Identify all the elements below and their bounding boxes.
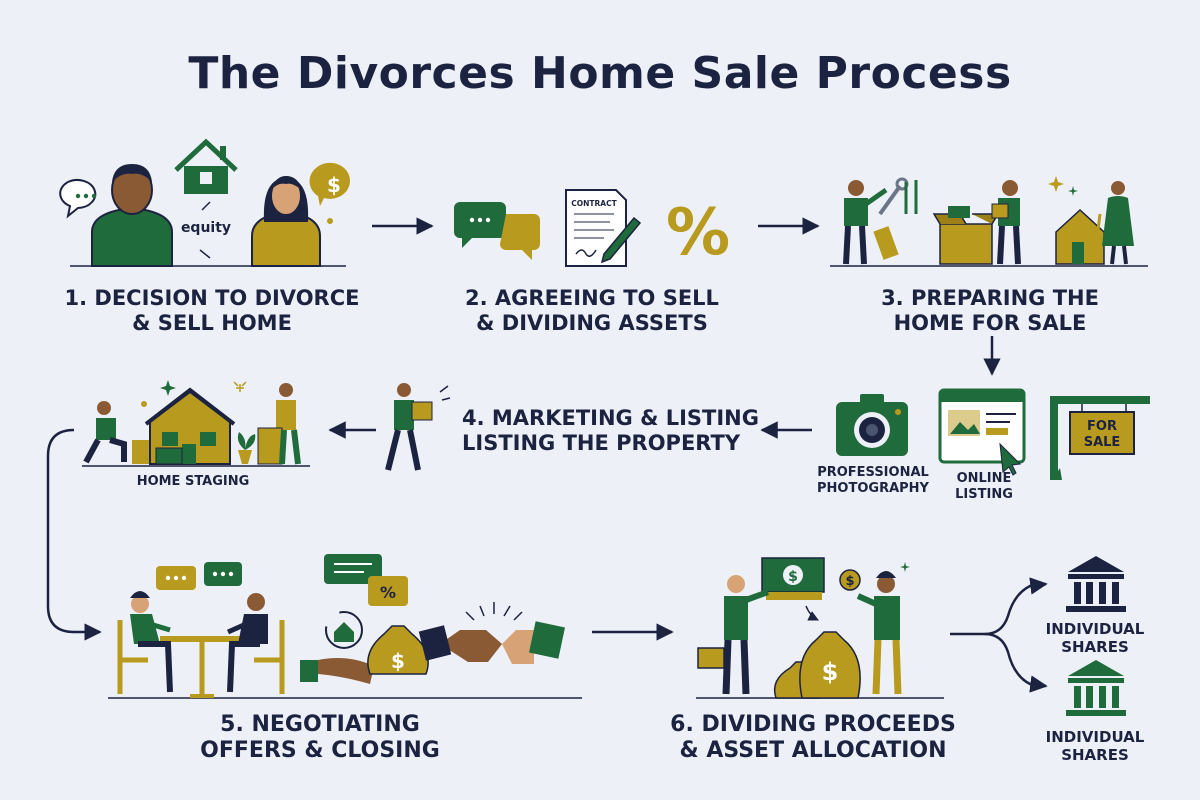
step-6-illustration: $ $ $ — [696, 557, 944, 699]
house-exchange-icon — [300, 611, 374, 684]
decorating-worker-figure — [257, 383, 301, 465]
svg-text:CONTRACT: CONTRACT — [571, 199, 617, 208]
step-6-title: 6. DIVIDING PROCEEDS& ASSET ALLOCATION — [670, 712, 956, 763]
speech-bubble-icon — [59, 179, 97, 219]
step-5-illustration: % $ — [108, 554, 582, 699]
plant-icon — [237, 432, 256, 464]
cursor-icon — [999, 442, 1022, 476]
step-3-illustration — [830, 176, 1148, 267]
dollar-bubble-icon: $ — [309, 162, 351, 206]
woman-seated-figure — [117, 591, 173, 694]
home-staging-caption: HOME STAGING — [136, 474, 250, 489]
small-house-icon — [1055, 208, 1105, 265]
tools-icon — [873, 180, 918, 260]
percent-icon: % — [666, 196, 730, 270]
negotiation-bubbles-icon: % — [324, 554, 408, 606]
wrench-icon — [878, 177, 909, 216]
step-1-title: 1. DECISION TO DIVORCE& SELL HOME — [64, 286, 360, 335]
sparkle-icon — [1068, 186, 1078, 196]
briefcase-icon — [697, 647, 725, 669]
repair-worker-figure — [843, 180, 888, 265]
chat-bubbles-icon — [454, 202, 540, 260]
money-bag-icon: $ — [367, 625, 429, 675]
meeting-bubbles-icon — [156, 562, 242, 590]
box-carrying-figure — [385, 383, 451, 471]
camera-icon — [836, 394, 908, 456]
page-title: The Divorces Home Sale Process — [188, 48, 1012, 99]
step-1-illustration: equity $ — [59, 138, 351, 267]
step-2-illustration: CONTRACT % — [454, 189, 730, 270]
arrow-split-bottom — [984, 632, 1048, 693]
svg-text:$: $ — [327, 173, 341, 197]
bank-icon-top — [1066, 556, 1126, 612]
svg-text:$: $ — [788, 569, 798, 585]
home-staging-illustration — [82, 380, 310, 467]
cleaner-figure — [1092, 181, 1134, 265]
bank-icon-bottom — [1066, 660, 1126, 716]
svg-text:$: $ — [822, 658, 839, 686]
online-listing-browser-icon — [938, 388, 1026, 476]
carrying-worker-figure — [991, 180, 1021, 265]
house-icon — [174, 138, 238, 194]
cash-stack-icon: $ — [761, 557, 825, 600]
svg-text:FOR: FOR — [1087, 419, 1117, 434]
step-2-title: 2. AGREEING TO SELL& DIVIDING ASSETS — [465, 286, 719, 335]
woman-figure — [251, 176, 321, 267]
svg-text:SALE: SALE — [1084, 435, 1121, 450]
contract-icon: CONTRACT — [565, 189, 642, 267]
svg-text:$: $ — [391, 649, 405, 673]
money-bags-icon: $ — [773, 605, 861, 699]
woman-receiving-figure — [856, 571, 902, 695]
equity-label: equity — [181, 220, 231, 236]
man-figure — [91, 164, 173, 267]
svg-text:%: % — [380, 583, 396, 602]
table-icon — [160, 636, 244, 698]
handshake-icon — [418, 602, 565, 664]
arrow-staging-to-step5 — [46, 428, 102, 641]
sparkle-icon — [1048, 176, 1064, 192]
for-sale-sign-icon: FOR SALE — [1050, 396, 1150, 480]
man-seated-figure — [226, 593, 285, 694]
businessman-figure — [697, 575, 770, 695]
flow-arrows — [46, 217, 1048, 693]
moving-boxes-icon — [932, 206, 1000, 265]
svg-text:$: $ — [845, 574, 854, 589]
coin-icon: $ — [839, 569, 861, 591]
kneeling-worker-figure — [83, 401, 127, 464]
arrow-split-top — [950, 577, 1048, 636]
